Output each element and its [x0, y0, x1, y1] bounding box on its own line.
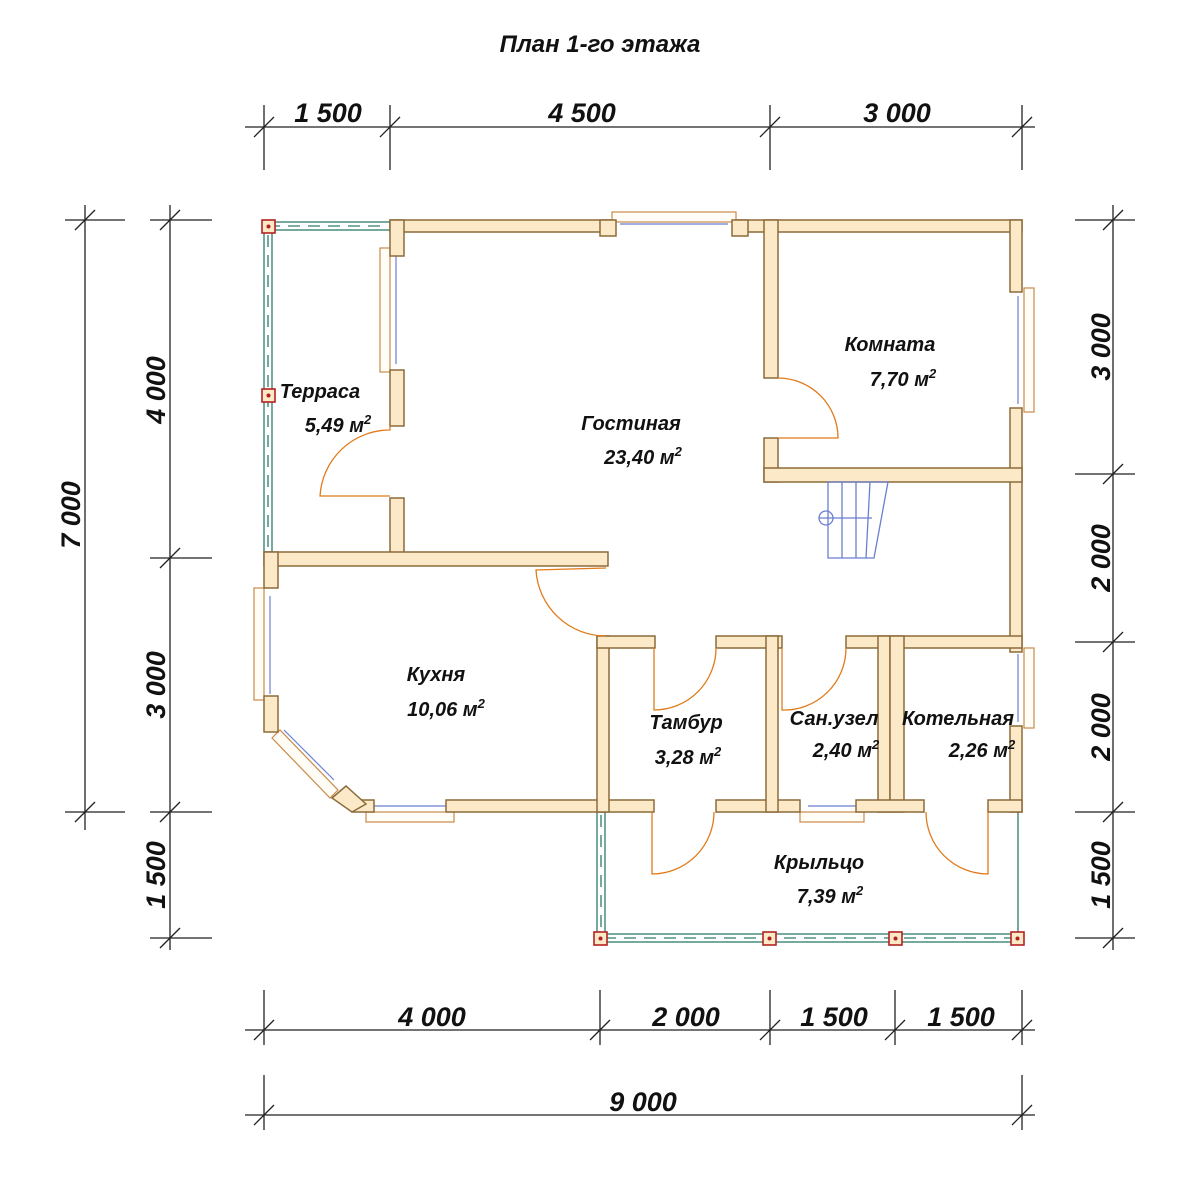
dim-left-total: 7 000	[56, 481, 86, 549]
dim-left-1: 4 000	[141, 356, 171, 425]
room-area-terrace: 5,49 м2	[305, 412, 372, 437]
dim-right-4: 1 500	[1086, 841, 1116, 909]
windows	[253, 211, 1035, 823]
room-area-bathroom: 2,40 м2	[812, 737, 880, 762]
room-labels: Терраса 5,49 м2 Гостиная 23,40 м2 Комнат…	[280, 334, 1016, 908]
dim-left-2: 3 000	[141, 651, 171, 719]
room-area-room: 7,70 м2	[870, 366, 937, 391]
room-name-vestibule: Тамбур	[649, 712, 722, 734]
dim-right-2: 2 000	[1086, 524, 1116, 593]
room-area-kitchen: 10,06 м2	[407, 696, 485, 721]
room-area-boiler: 2,26 м2	[948, 737, 1016, 762]
dim-right-3: 2 000	[1086, 693, 1116, 762]
doors	[319, 377, 989, 875]
columns	[261, 219, 1025, 946]
dim-left-3: 1 500	[141, 841, 171, 909]
dim-top-2: 4 500	[547, 98, 616, 128]
room-name-living: Гостиная	[581, 413, 681, 435]
room-name-room: Комната	[845, 334, 936, 356]
dimension-labels: 1 500 4 500 3 000 4 000 2 000 1 500 1 50…	[56, 98, 1116, 1117]
room-name-terrace: Терраса	[280, 381, 360, 403]
staircase	[818, 481, 889, 559]
column-dots	[266, 224, 1020, 941]
room-name-porch: Крыльцо	[774, 852, 864, 874]
dim-bottom-2: 2 000	[651, 1002, 720, 1032]
dim-top-3: 3 000	[863, 98, 931, 128]
room-area-vestibule: 3,28 м2	[655, 744, 722, 769]
window-glass	[269, 223, 1019, 807]
room-name-bathroom: Сан.узел	[790, 708, 879, 730]
plan-title: План 1-го этажа	[500, 31, 701, 58]
dim-bottom-1: 4 000	[397, 1002, 466, 1032]
railings	[263, 221, 1019, 943]
room-area-living: 23,40 м2	[603, 444, 682, 469]
dim-bottom-total: 9 000	[609, 1087, 677, 1117]
dim-bottom-4: 1 500	[927, 1002, 995, 1032]
room-area-porch: 7,39 м2	[797, 883, 864, 908]
room-name-boiler: Котельная	[902, 708, 1014, 730]
room-name-kitchen: Кухня	[407, 664, 466, 686]
dim-bottom-3: 1 500	[800, 1002, 868, 1032]
walls	[263, 219, 1023, 813]
dimension-lines	[65, 105, 1135, 1130]
dim-right-1: 3 000	[1086, 313, 1116, 381]
dim-top-1: 1 500	[294, 98, 362, 128]
